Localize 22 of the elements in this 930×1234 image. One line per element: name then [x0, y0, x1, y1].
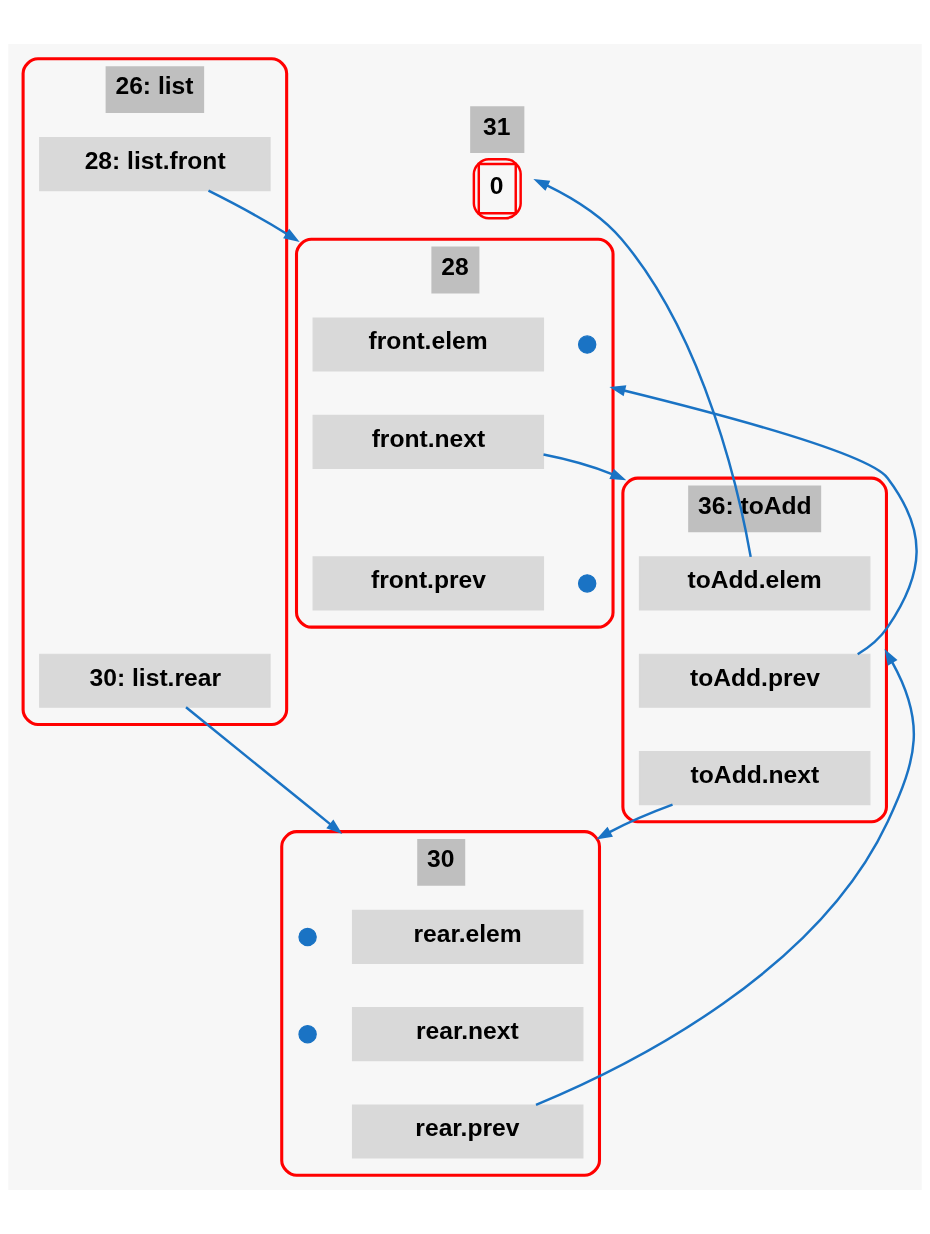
node-box: rear.next [351, 1007, 584, 1062]
node-box: toAdd.elem [638, 556, 871, 611]
node-box: 30: list.rear [39, 653, 271, 708]
node-circle [298, 927, 317, 947]
arrow [543, 453, 627, 481]
node-box: front.elem [312, 317, 545, 372]
arrow [609, 385, 918, 656]
node-box: rear.elem [351, 909, 584, 964]
node-box: front.prev [312, 556, 545, 611]
node-circle [298, 1024, 317, 1044]
arrow [596, 803, 673, 840]
arrow [185, 706, 343, 834]
node-circle [577, 335, 597, 354]
arrow [533, 178, 752, 558]
arrow [207, 189, 300, 242]
node-box: 28: list.front [39, 137, 271, 192]
node-circle [577, 574, 597, 593]
node-box: front.next [312, 414, 545, 469]
node-box: rear.prev [351, 1104, 584, 1159]
node-box: toAdd.prev [638, 653, 871, 708]
node-box: toAdd.next [638, 750, 871, 806]
arrow [535, 649, 915, 1106]
